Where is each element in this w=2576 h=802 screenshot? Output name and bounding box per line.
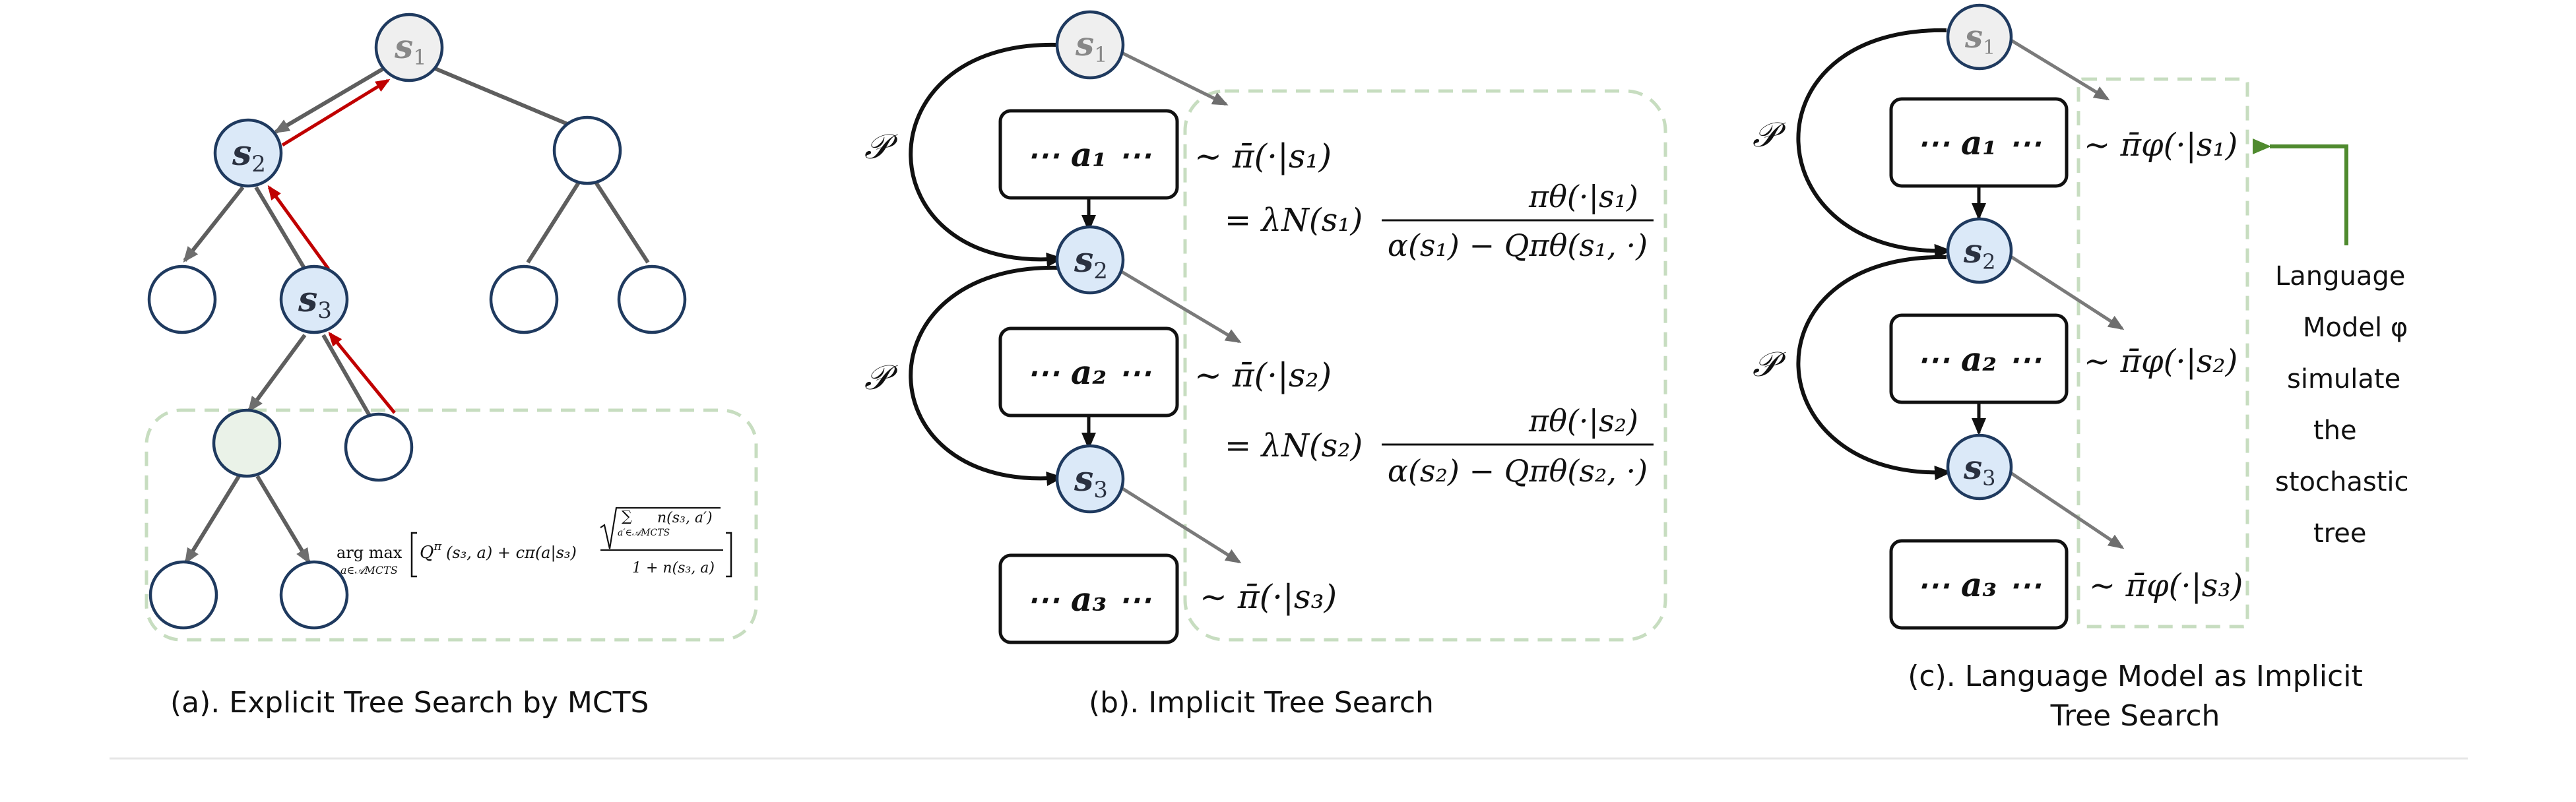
uct-left-bracket <box>410 532 417 578</box>
node-label-s2: s2 <box>232 133 266 177</box>
equation-den-1: α(s₁) − Qπθ(s₁, ·) <box>1388 228 1648 263</box>
tree-edges <box>183 64 650 565</box>
policy-dist-1: ∼ π̄(·|s₁) <box>1194 137 1332 175</box>
node-leaf <box>344 412 414 482</box>
action-label-2: ⋯ a₂ ⋯ <box>1916 340 2041 379</box>
node-expand <box>212 408 282 478</box>
uct-denominator: 1 + n(s₃, a) <box>632 560 715 576</box>
svg-text:stochastic: stochastic <box>2275 467 2408 497</box>
svg-text:the: the <box>2313 416 2357 446</box>
uct-right-bracket <box>726 532 732 578</box>
node-label-s1: s1 <box>1964 18 1995 59</box>
svg-text:simulate: simulate <box>2287 364 2400 394</box>
node-s1 <box>1055 10 1125 80</box>
node-s2 <box>1055 225 1125 295</box>
action-label-1: ⋯ a₁ ⋯ <box>1026 135 1151 174</box>
node-s3 <box>1055 444 1125 514</box>
uct-formula: arg max a∈𝒜MCTS Qπ (s₃, a) + cπ(a|s₃) ∑ … <box>337 507 732 578</box>
node-label-s2: s2 <box>1074 240 1108 284</box>
node-label-s3: s3 <box>298 280 332 324</box>
node-leaf <box>279 560 349 630</box>
action-label-2: ⋯ a₂ ⋯ <box>1026 353 1151 392</box>
tree-nodes <box>147 13 687 630</box>
uct-sum-domain: a′∈𝒜MCTS <box>618 528 670 538</box>
action-box-3 <box>1889 539 2069 630</box>
transition-label: 𝒫 <box>864 127 898 167</box>
svg-text:tree: tree <box>2313 518 2366 549</box>
caption-c-line1: (c). Language Model as Implicit <box>1908 660 2362 693</box>
transition-curves <box>1796 28 1952 481</box>
uct-sum: ∑ <box>622 509 632 525</box>
policy-dist-1: ∼ π̄φ(·|s₁) <box>2084 127 2238 164</box>
node-leaf <box>617 264 687 334</box>
uct-q: Qπ <box>420 540 442 563</box>
policy-region <box>2077 77 2249 629</box>
equation-lhs-1: = λN(s₁) <box>1225 202 1363 239</box>
caption-b: (b). Implicit Tree Search <box>1089 686 1434 720</box>
svg-text:Language: Language <box>2275 261 2405 292</box>
node-leaf <box>147 264 217 334</box>
node-s3 <box>1946 433 2013 501</box>
node-s3 <box>279 264 349 334</box>
node-s2 <box>213 118 283 188</box>
uct-argmax: arg max <box>337 543 402 562</box>
policy-dist-3: ∼ π̄φ(·|s₃) <box>2089 567 2243 604</box>
action-label-3: ⋯ a₃ ⋯ <box>1026 580 1151 619</box>
node-s2 <box>1946 217 2013 284</box>
policy-dist-2: ∼ π̄φ(·|s₂) <box>2084 343 2238 380</box>
node-label-s1: s1 <box>394 27 427 70</box>
policy-arrows <box>1120 51 1242 564</box>
node-label-s1: s1 <box>1075 24 1108 67</box>
policy-dist-3: ∼ π̄(·|s₃) <box>1200 578 1337 616</box>
equation-lhs-2: = λN(s₂) <box>1225 427 1363 464</box>
equation-num-2: πθ(·|s₂) <box>1528 403 1638 439</box>
node-leaf <box>148 560 218 630</box>
transition-label: 𝒫 <box>1753 115 1786 155</box>
action-label-1: ⋯ a₁ ⋯ <box>1916 123 2041 162</box>
equation-num-1: πθ(·|s₁) <box>1528 179 1638 214</box>
node-right <box>552 115 622 185</box>
uct-n: n(s₃, a′) <box>657 510 713 526</box>
node-label-s3: s3 <box>1074 459 1108 503</box>
transition-label: 𝒫 <box>864 358 898 398</box>
panel-c: 𝒫 𝒫 ⋯ a₁ ⋯ ⋯ a₂ ⋯ ⋯ a₃ ⋯ s1 s2 s3 ∼ π̄φ(… <box>1753 3 2408 733</box>
lm-feedback-arrow <box>2253 139 2348 245</box>
lm-side-text: Language Model φ simulate the stochastic… <box>2275 261 2408 549</box>
uct-domain: a∈𝒜MCTS <box>340 564 398 576</box>
node-s1 <box>374 13 444 82</box>
equation-den-2: α(s₂) − Qπθ(s₂, ·) <box>1388 453 1648 489</box>
transition-label: 𝒫 <box>1753 345 1786 385</box>
selection-region <box>145 408 758 642</box>
panel-a: s1 s2 s3 arg max a∈𝒜MCTS Qπ (s₃, a) + cπ… <box>145 13 758 720</box>
node-leaf <box>489 264 559 334</box>
policy-region <box>1183 89 1667 642</box>
svg-text:Model φ: Model φ <box>2303 313 2408 343</box>
backprop-arrows <box>267 78 396 414</box>
policy-arrows <box>2009 38 2125 549</box>
node-label-s3: s3 <box>1963 448 1996 491</box>
node-s1 <box>1946 3 2013 71</box>
transition-curves <box>909 42 1064 486</box>
uct-sqrt <box>600 507 721 549</box>
policy-dist-2: ∼ π̄(·|s₂) <box>1194 356 1332 394</box>
action-label-3: ⋯ a₃ ⋯ <box>1916 565 2041 604</box>
uct-args: (s₃, a) + cπ(a|s₃) <box>446 543 577 563</box>
panel-b: 𝒫 𝒫 ⋯ a₁ ⋯ ⋯ a₂ ⋯ ⋯ a₃ ⋯ s1 s2 s3 ∼ π̄(·… <box>864 10 1667 720</box>
caption-a: (a). Explicit Tree Search by MCTS <box>170 686 649 720</box>
caption-c-line2: Tree Search <box>2050 699 2220 733</box>
action-box-3 <box>998 553 1179 644</box>
node-label-s2: s2 <box>1963 231 1996 274</box>
